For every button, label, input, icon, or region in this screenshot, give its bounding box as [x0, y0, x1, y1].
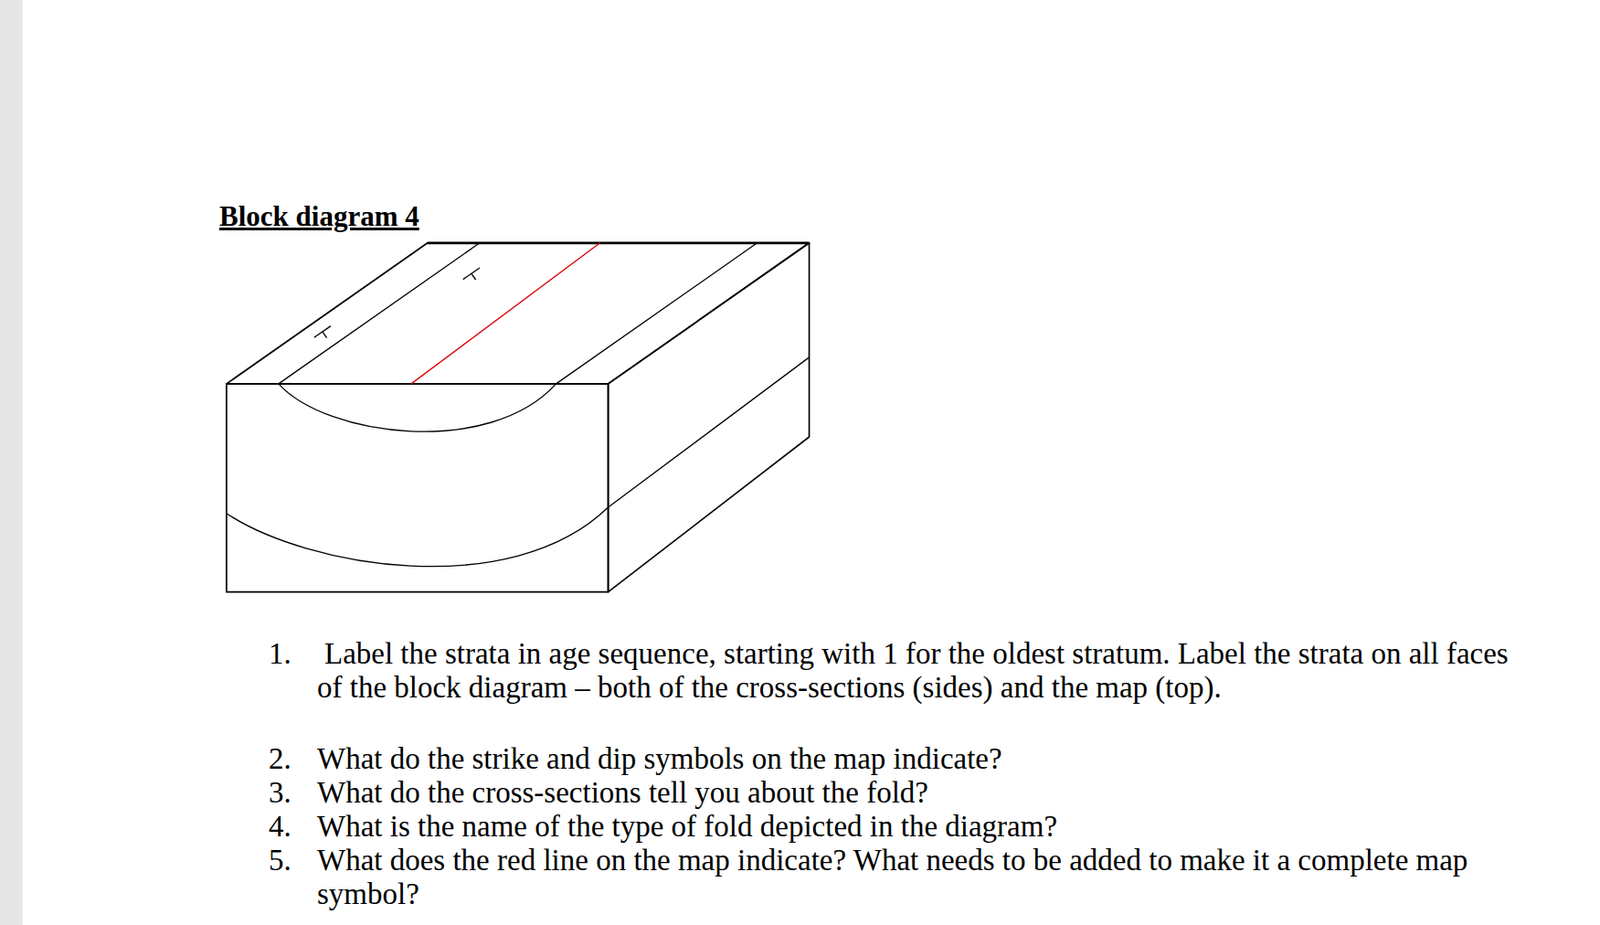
list-number: 4.: [268, 809, 292, 844]
page-margin: [0, 0, 23, 925]
back-edge: [427, 241, 810, 244]
strata-contacts: [226, 243, 810, 567]
strike-dip-symbols: [314, 267, 480, 339]
contact-line: [556, 243, 758, 384]
list-number: 5.: [268, 843, 292, 878]
fold-axis-line: [411, 243, 601, 384]
page-title: Block diagram 4: [219, 200, 420, 234]
strike-dip-symbol: [463, 267, 480, 280]
side-section: [608, 243, 810, 593]
question-text: What do the cross-sections tell you abou…: [317, 775, 1533, 810]
contact-line: [608, 357, 810, 508]
contact-curve: [278, 383, 557, 432]
front-section: [226, 383, 609, 593]
question-text: What does the red line on the map indica…: [317, 843, 1533, 912]
contact-curve: [226, 507, 609, 567]
map-face: [226, 243, 810, 384]
block-outline: [226, 243, 810, 593]
list-number: 1.: [268, 636, 292, 671]
question-text: Label the strata in age sequence, starti…: [317, 636, 1533, 705]
question-text: What do the strike and dip symbols on th…: [317, 741, 1533, 776]
list-number: 2.: [268, 741, 292, 776]
contact-line: [278, 243, 480, 384]
strike-dip-symbol: [314, 326, 331, 339]
list-number: 3.: [268, 775, 292, 810]
question-text: What is the name of the type of fold dep…: [317, 809, 1533, 844]
